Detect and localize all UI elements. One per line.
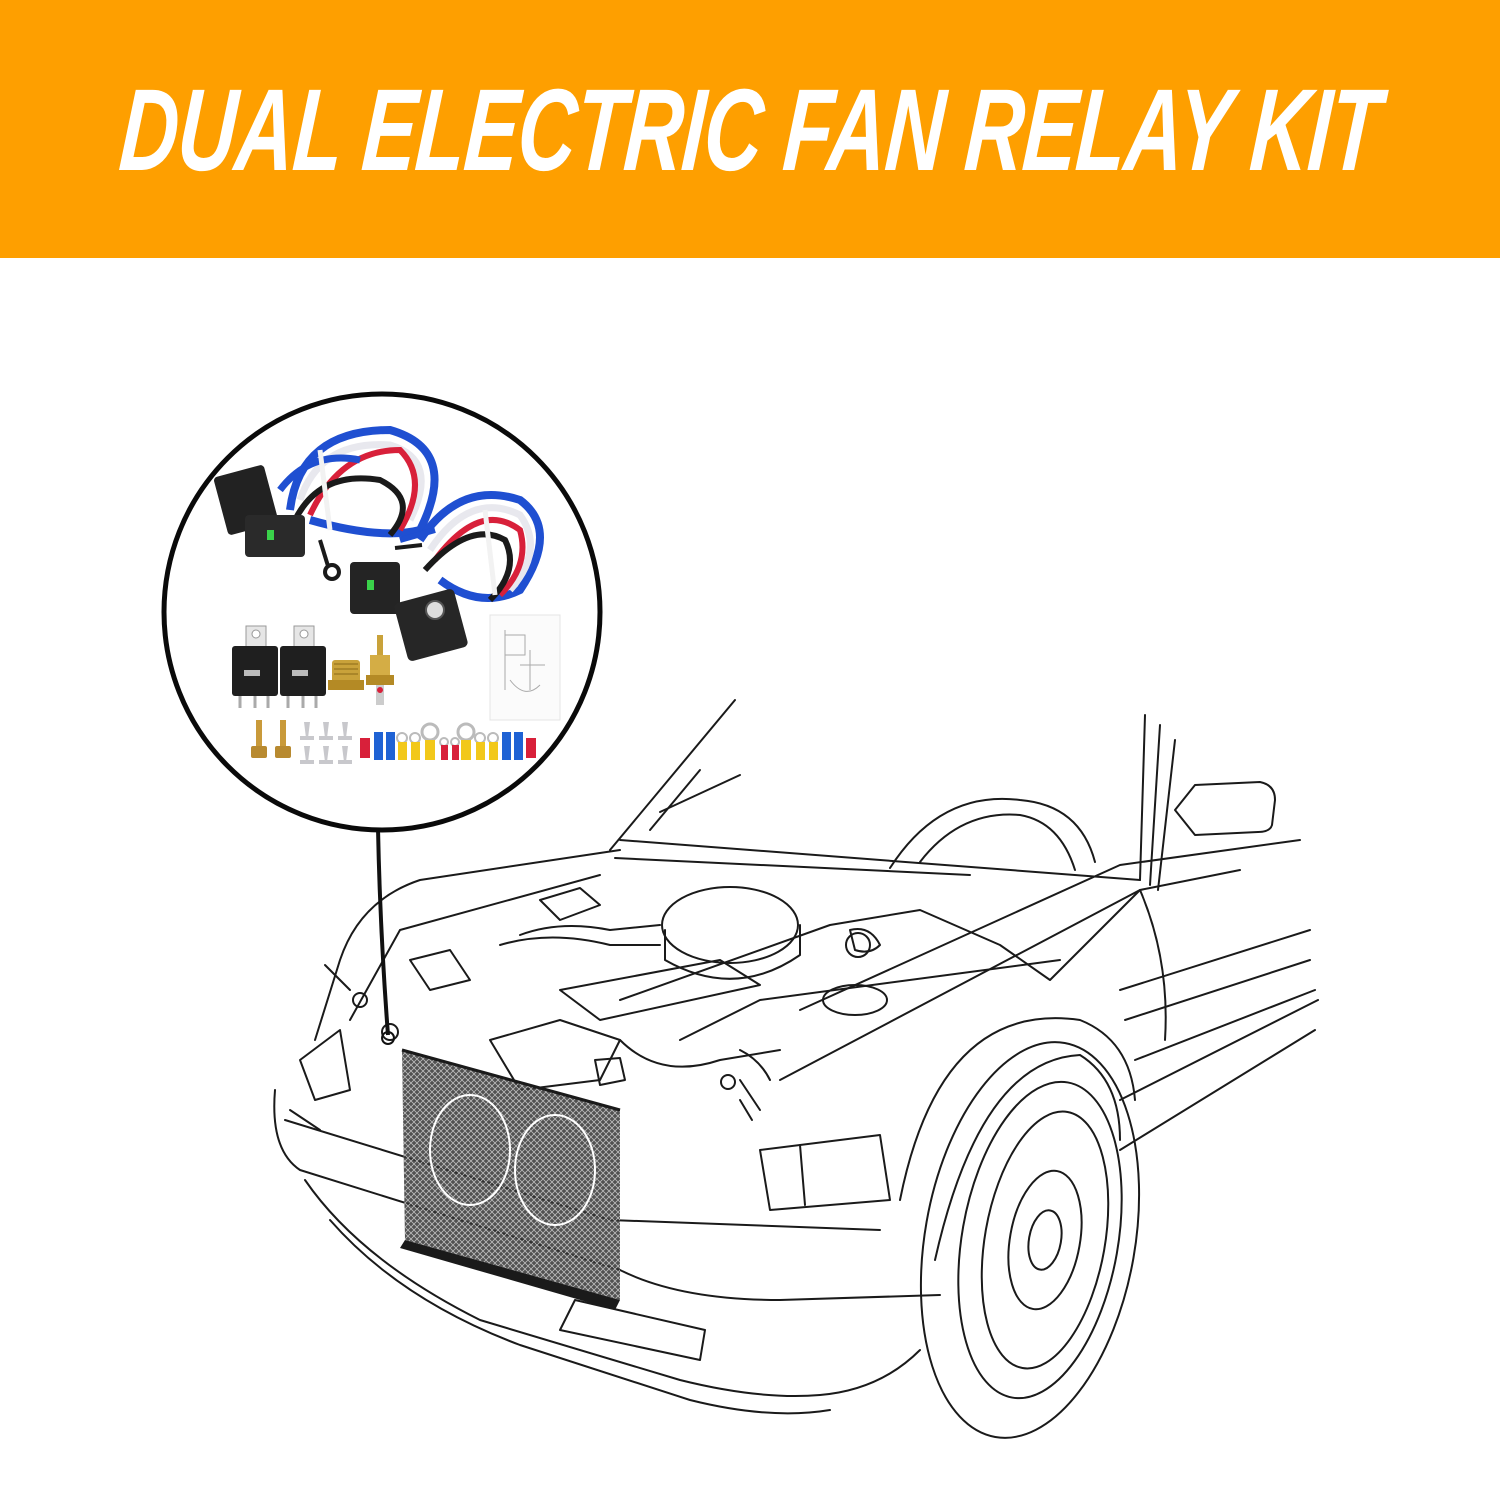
title-banner: DUAL ELECTRIC FAN RELAY KIT [0,0,1500,258]
banner-title: DUAL ELECTRIC FAN RELAY KIT [115,66,1385,196]
wiring-harness-2 [350,491,544,661]
car-line-drawing [273,699,1319,1439]
kit-inset [161,391,603,833]
callout-target-marker [381,1031,395,1045]
wiring-diagram-sheet-icon [489,614,561,721]
screws [300,722,352,764]
switch-body [350,562,400,614]
temperature-sensor [366,635,394,705]
terminal-connectors [360,722,536,760]
switch-indicator-icon [267,530,274,540]
switch-indicator-icon [367,580,374,590]
bolts [251,720,291,758]
car-illustration [273,699,1319,1439]
brass-adapter [328,660,364,690]
illustration-area [0,258,1500,1500]
relay-1 [232,625,278,708]
callout-leader-line [376,827,390,1036]
radiator-fan-assembly [400,1048,621,1310]
relay-2 [280,625,326,708]
wiring-harness-1 [214,425,439,581]
